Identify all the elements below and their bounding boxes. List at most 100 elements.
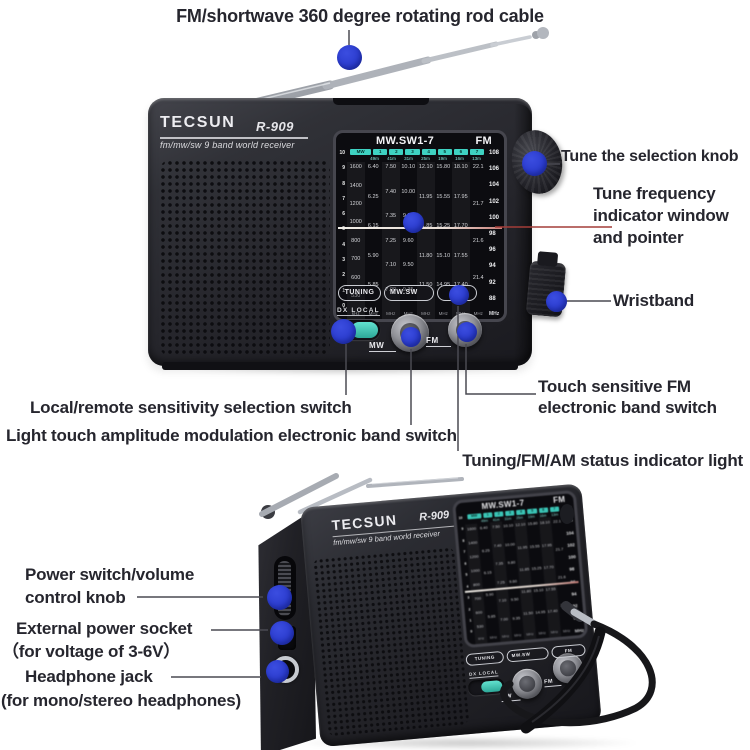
dial-frequency-value: 6.15 (483, 569, 492, 576)
mw-button-label: MW (369, 341, 397, 352)
dial-fm-tick: 102 (489, 198, 500, 205)
dial-unit-label: kHz (351, 311, 360, 317)
dial-fm-tick: 98 (569, 566, 575, 572)
dial-unit-label: MHz (404, 312, 413, 317)
dial-frequency-value: 14.95 (535, 609, 546, 616)
annotation-dot-wristband (546, 291, 567, 312)
dial-unit-label: MHz (538, 631, 547, 637)
dial-frequency-value: 800 (351, 237, 361, 244)
dial-band-chip: 3 (405, 149, 420, 155)
dial-scale-tick: 7 (342, 195, 345, 202)
label-fm-band-switch-line1: Touch sensitive FM (538, 377, 691, 396)
dial-scale-tick: 10 (458, 515, 463, 521)
label-fm-band-switch: Touch sensitive FM electronic band switc… (538, 376, 717, 418)
dial-frequency-value: 9.50 (510, 596, 519, 603)
fm-button-label: FM (426, 336, 451, 347)
dial-frequency-value: 21.4 (472, 274, 484, 281)
dial-frequency-value: 5.90 (485, 591, 494, 598)
dial-frequency-value: 7.00 (499, 616, 509, 622)
dial-frequency-value: 530 (351, 293, 361, 300)
dial-frequency-value: 17.55 (545, 586, 556, 592)
dial-band-chip: 1 (373, 149, 388, 155)
dial-fm-tick: 98 (489, 230, 496, 237)
dial-frequency-value: 17.55 (453, 252, 468, 259)
dial-band-chip: 5 (527, 508, 537, 514)
dial-header-fm: FM (475, 135, 492, 147)
dial-frequency-value: 12.10 (515, 521, 526, 528)
antenna2-stub-1 (259, 473, 339, 517)
dial-frequency-value: 18.10 (453, 164, 468, 171)
annotation-dot-fm-switch (457, 322, 477, 342)
dial-meter-label: 41m (387, 156, 396, 161)
dial-fm-tick: 100 (568, 554, 577, 560)
dial-frequency-value: 6.40 (479, 525, 488, 531)
dial-unit-label: MHz (514, 633, 522, 639)
mw-button-label: MW (500, 692, 521, 703)
dial-meter-label: 19m (438, 156, 447, 161)
dial-frequency-value: 6.25 (481, 547, 490, 553)
dial-frequency-value: 9.35 (512, 615, 521, 621)
label-antenna: FM/shortwave 360 degree rotating rod cab… (176, 6, 544, 26)
dial-unit-label: MHz (501, 634, 510, 640)
dial-scale-tick: 4 (342, 241, 345, 248)
dial-fm-tick: 88 (489, 295, 496, 302)
dial-scale-tick: 10 (339, 150, 345, 156)
dial-fm-tick: 102 (567, 541, 575, 548)
dial-frequency-value: 15.55 (436, 193, 451, 200)
dial-frequency-value: 700 (474, 595, 482, 601)
dial-frequency-value: 7.25 (385, 237, 397, 244)
brand-tagline: fm/mw/sw 9 band world receiver (160, 140, 295, 150)
model-number: R-909 (256, 119, 294, 134)
label-local-remote-switch: Local/remote sensitivity selection switc… (30, 398, 352, 417)
annotation-dot-tuning-knob (522, 151, 547, 176)
dial-band-chip: 6 (538, 507, 549, 513)
dial-frequency-value: 15.25 (531, 565, 542, 571)
annotation-dot-dial (403, 212, 424, 233)
label-am-band-switch: Light touch amplitude modulation electro… (6, 426, 457, 445)
label-frequency-window: Tune frequency indicator window and poin… (593, 183, 729, 249)
dial-frequency-value: 1000 (470, 567, 480, 574)
dial-band-chip: 3 (505, 510, 515, 516)
dial-fm-unit: MHz (574, 627, 585, 634)
radio-angled-view: TECSUN R-909 fm/mw/sw 9 band world recei… (300, 483, 602, 748)
dial-fm-tick: 88 (573, 615, 579, 621)
dial-scale-tick: 9 (342, 165, 345, 172)
dial-band-chip: 4 (516, 509, 526, 515)
label-status-light: Tuning/FM/AM status indicator light (462, 451, 743, 470)
antenna-tip-cap (537, 27, 549, 39)
dial-meter-label: 49m (370, 156, 379, 161)
dial-scale-tick: 2 (468, 607, 471, 612)
dx-local-label: DX LOCAL (468, 669, 499, 679)
dial-frequency-value: 5.85 (487, 613, 496, 620)
dial-band-chip: 2 (494, 511, 504, 517)
dial-frequency-value: 21.6 (472, 237, 484, 244)
dial-band-chip: 6 (453, 149, 468, 155)
dial-unit-label: MHz (438, 311, 448, 317)
dial-unit-label: MHz (489, 635, 498, 641)
annotation-dot-am-switch (401, 327, 421, 347)
dial-scale-tick: 0 (470, 629, 473, 634)
dial-frequency-value: 1200 (469, 553, 479, 560)
model-number: R-909 (418, 509, 450, 524)
dial-frequency-value: 17.40 (547, 608, 558, 615)
dial-frequency-value: 15.10 (533, 587, 544, 594)
dial-band-chip: 7 (469, 149, 485, 155)
dial-scale-tick: 7 (463, 550, 466, 555)
dial-band-chip: 7 (549, 506, 560, 512)
dial-unit-label: MHz (386, 311, 396, 317)
dial-scale-tick: 6 (342, 211, 345, 218)
dial-fm-tick: 104 (565, 529, 574, 536)
dial-unit-label: MHz (473, 311, 483, 317)
dial-meter-label: 16m (455, 156, 464, 161)
dial-scale-tick: 9 (461, 527, 464, 532)
dial-frequency-value: 11.50 (523, 610, 534, 617)
speaker-grille (312, 546, 470, 737)
dial-frequency-value: 17.95 (453, 193, 468, 200)
